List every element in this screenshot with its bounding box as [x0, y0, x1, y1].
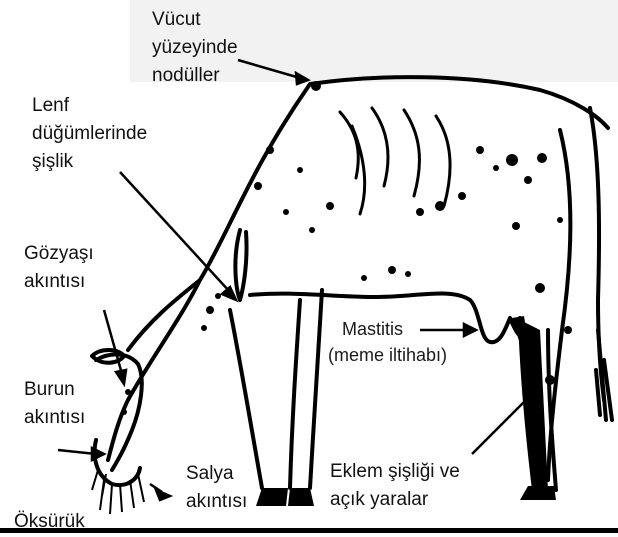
cow-belly [250, 294, 470, 301]
cow-front-leg-inner [310, 290, 322, 488]
label-skin-nodules: Vücut yüzeyinde nodüller [152, 6, 238, 90]
label-joint-swelling: Eklem şişliği ve açık yaralar [330, 458, 460, 514]
label-nasal-discharge: Burun akıntısı [24, 376, 85, 432]
cow-tail-switch [596, 330, 612, 420]
label-tear-discharge: Gözyaşı akıntısı [24, 240, 94, 296]
label-saliva-discharge: Salya akıntısı [186, 460, 247, 516]
bottom-rule [0, 528, 618, 533]
cow-dewlap [235, 230, 246, 300]
cow-ribs [340, 108, 450, 214]
front-hoof-left [256, 488, 288, 506]
label-lymph-node-swelling: Lenf düğümlerinde şişlik [32, 92, 147, 176]
front-hoof-right [288, 488, 314, 506]
label-mastitis: Mastitis (meme iltihabı) [340, 316, 447, 368]
cow-back-outline [128, 77, 608, 350]
